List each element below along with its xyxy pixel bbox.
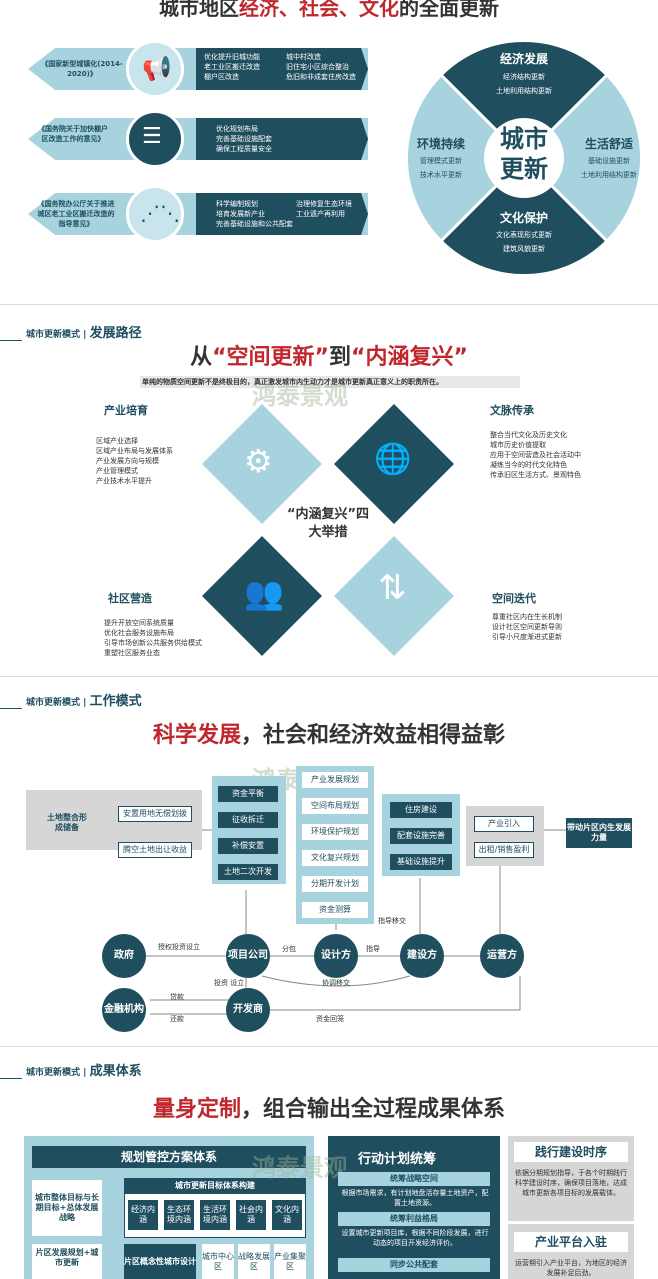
action-panel (328, 1136, 500, 1279)
wheel-center: 城市更新 (500, 125, 548, 183)
build-b-title: 产业平台入驻 (514, 1232, 628, 1252)
layers-icon: ☰ (142, 124, 162, 149)
edge-label: 授权投资设立 (158, 943, 200, 951)
section4-title: 量身定制，组合输出全过程成果体系 (152, 1097, 506, 1122)
col1-item: 征收拆迁 (218, 812, 278, 828)
policy-doc: 《国务院关于加快棚户区改造工作的意见》 (38, 125, 108, 143)
node-dev: 开发商 (226, 988, 270, 1032)
land-reserve-label: 土地整合形成储备 (44, 812, 90, 834)
policy-doc: 《国务院办公厅关于推进城区老工业区搬迁改造的指导意见》 (37, 200, 115, 228)
col2-item: 产业发展规划 (302, 772, 368, 788)
section2-header: 城市更新模式 | 发展路径 (26, 326, 142, 341)
col2-item: 文化复兴规划 (302, 850, 368, 866)
plan-panel-title: 规划管控方案体系 (32, 1146, 306, 1168)
build-a-text: 依据分期规划指导，于各个时期践行科学建设时序，确保项目落地，达成城市更新各项目标… (515, 1169, 627, 1197)
land-item: 安置用地无偿划拨 (118, 806, 192, 822)
action-a-title: 统筹战略空间 (338, 1172, 490, 1186)
quadrant-center: “内涵复兴”四大举措 (286, 507, 370, 540)
plan-concept: 片区概念性城市设计 (124, 1244, 196, 1279)
gear-icon: ⚙ (244, 442, 273, 480)
edge-label: 指导 (366, 945, 380, 953)
node-design: 设计方 (314, 934, 358, 978)
watermark: 鸿泰景观 (252, 1154, 348, 1182)
plan-sub: 经济内涵 (128, 1200, 158, 1230)
plan-c2: 产业集聚区 (274, 1244, 306, 1279)
network-icon: ⋰⋱ (140, 201, 180, 225)
build-b-text: 运营期引入产业平台，为地区的经济发展补足后劲。 (515, 1259, 627, 1277)
policy-doc: 《国家新型城镇化(2014-2020)》 (41, 60, 123, 78)
edge-label: 分包 (282, 945, 296, 953)
node-build: 建设方 (400, 934, 444, 978)
plan-sub: 文化内涵 (272, 1200, 302, 1230)
plan-sub-title: 城市更新目标体系构建 (124, 1178, 306, 1194)
plan-sub: 生态环境内涵 (164, 1200, 194, 1230)
plan-left2: 片区发展规划+城市更新 (32, 1244, 102, 1279)
node-proj: 项目公司 (226, 934, 270, 978)
edge-label: 资金回笼 (316, 1015, 344, 1023)
col3-item: 住房建设 (390, 802, 452, 818)
plan-sub: 社会内涵 (236, 1200, 266, 1230)
action-panel-title: 行动计划统筹 (358, 1152, 437, 1167)
plan-sub: 生活环境内涵 (200, 1200, 230, 1230)
edge-label: 协调移交 (322, 979, 350, 987)
renewal-wheel: 城市更新 经济发展 经济结构更新 土地利用结构更新 环境持续 管理模式更新 技术… (406, 40, 642, 276)
col3-item: 配套设施完善 (390, 828, 452, 844)
col1-item: 土地二次开发 (218, 864, 278, 880)
action-c-title: 同步公共配套 (338, 1258, 490, 1272)
action-b-title: 统筹利益格局 (338, 1212, 490, 1226)
node-ops: 运营方 (480, 934, 524, 978)
arrows-icon: ⇅ (378, 568, 407, 608)
section1-title: 城市地区经济、社会、文化的全面更新 (159, 0, 499, 20)
policy-row-2: 《国务院关于加快棚户区改造工作的意见》 ☰ 优化规划布局完善基础设施配套确保工程… (28, 110, 380, 170)
col2-item: 空间布局规划 (302, 798, 368, 814)
land-item: 腾空土地出让收益 (118, 842, 192, 858)
col2-item: 环境保护规划 (302, 824, 368, 840)
megaphone-icon: 📢 (142, 54, 172, 82)
col4-item: 产业引入 (474, 816, 534, 832)
node-fin: 金融机构 (102, 988, 146, 1032)
section2-title: 从“空间更新”到“内涵复兴” (190, 345, 468, 370)
plan-c2: 城市中心区 (202, 1244, 234, 1279)
action-b-text: 设置城市更新项目库，根据不同阶段发展，进行动态的项目开发经济评价。 (341, 1229, 489, 1247)
build-a-title: 践行建设时序 (514, 1142, 628, 1162)
edge-label: 还款 (170, 1015, 184, 1023)
node-gov: 政府 (102, 934, 146, 978)
col1-item: 补偿安置 (218, 838, 278, 854)
edge-label: 指导移交 (378, 917, 406, 925)
globe-search-icon: 🌐 (374, 442, 412, 477)
edge-label: 投资 设立 (214, 979, 245, 987)
section3-header: 城市更新模式 | 工作模式 (26, 694, 142, 709)
col4-item: 出租/销售盈利 (474, 842, 534, 858)
plan-c2: 战略发展区 (238, 1244, 270, 1279)
plan-left1: 城市整体目标与长期目标+总体发展战略 (32, 1180, 102, 1236)
policy-row-3: 《国务院办公厅关于推进城区老工业区搬迁改造的指导意见》 ⋰⋱ 科学编制规划培育发… (28, 185, 380, 245)
policy-row-1: 《国家新型城镇化(2014-2020)》 📢 优化提升旧城功能老工业区搬迁改造棚… (28, 40, 380, 100)
action-a-text: 根据市场需求，有计划地盘活存量土地资产，配置土地资源。 (341, 1189, 489, 1207)
result-box: 带动片区内生发展力量 (566, 818, 632, 848)
watermark: 鸿泰景观 (252, 382, 348, 410)
col3-item: 基础设施提升 (390, 854, 452, 870)
section2-subtitle: 单纯的物质空间更新不是终极目的，真正激发城市内生动力才是城市更新真正意义上的职责… (140, 376, 520, 388)
quadrant-diagram: ⚙ 🌐 👥 ⇅ “内涵复兴”四大举措 (196, 398, 460, 662)
col2-item: 分期开发计划 (302, 876, 368, 892)
people-icon: 👥 (244, 574, 284, 612)
col1-item: 资金平衡 (218, 786, 278, 802)
edge-label: 贷款 (170, 993, 184, 1001)
col2-panel (296, 766, 374, 924)
section3-title: 科学发展，社会和经济效益相得益彰 (152, 723, 506, 748)
col2-item: 资金测算 (302, 902, 368, 918)
section4-header: 城市更新模式 | 成果体系 (26, 1064, 142, 1079)
